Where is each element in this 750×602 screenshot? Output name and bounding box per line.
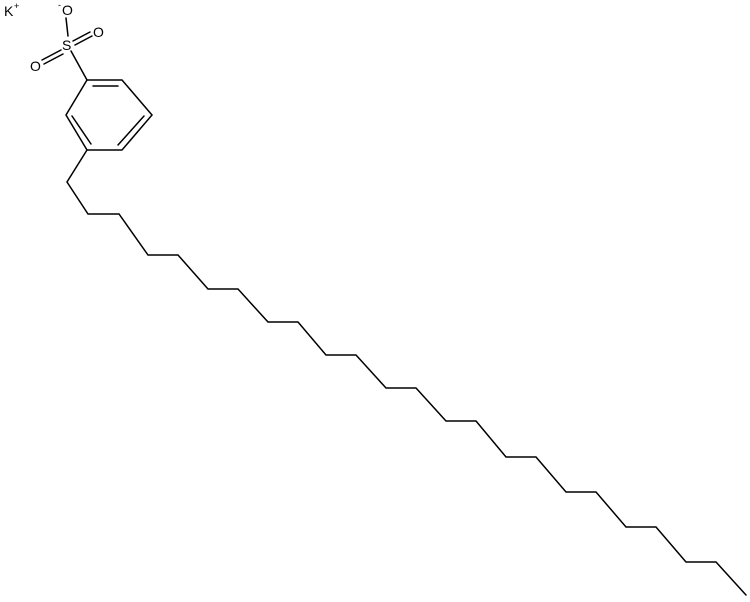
sulfur-symbol: S <box>62 37 71 53</box>
potassium-ion-label: K + <box>4 1 19 19</box>
ring-outline <box>65 79 153 151</box>
sulfonate-bonds <box>41 17 93 81</box>
oxygen-right-symbol: O <box>93 24 104 40</box>
alkyl-chain <box>66 149 747 596</box>
bond-s-ring <box>70 50 88 81</box>
oxygen-anion-symbol: O <box>62 2 73 18</box>
oxygen-anion-charge: - <box>58 0 61 10</box>
benzene-ring <box>65 79 153 151</box>
potassium-charge: + <box>14 1 19 11</box>
bond-s-o-right-a <box>72 31 91 42</box>
bond-s-o-right-b <box>74 35 93 46</box>
bond-s-o-left-b <box>43 53 64 65</box>
oxygen-left-symbol: O <box>30 58 41 74</box>
bond-s-o-left-a <box>41 49 62 61</box>
ring-inner-bond-right <box>117 115 145 146</box>
potassium-symbol: K <box>4 3 14 19</box>
chain-bonds <box>66 149 747 596</box>
ring-inner-bond-left <box>71 115 92 145</box>
sulfonate-labels: S O - O O <box>30 0 104 74</box>
bond-s-o-anion <box>65 17 69 37</box>
